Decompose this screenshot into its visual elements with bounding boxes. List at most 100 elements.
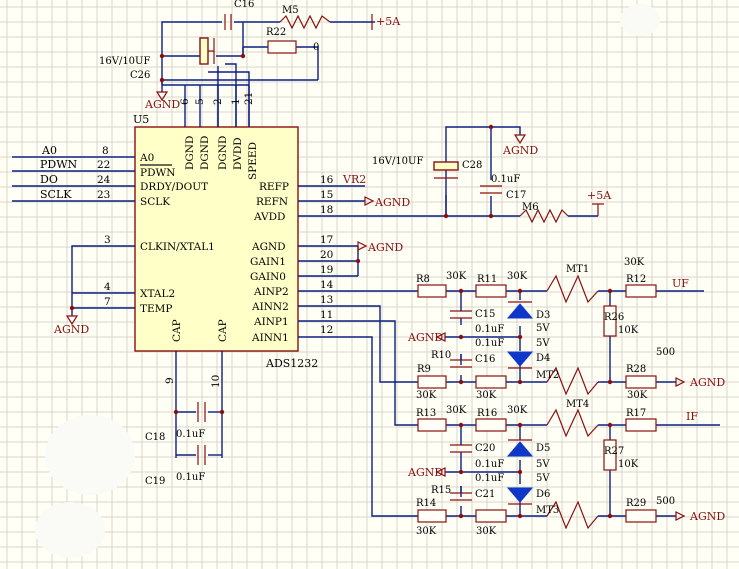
pin-num-18: 18	[320, 204, 333, 216]
m5-inductor[interactable]	[279, 14, 331, 30]
r8-resistor[interactable]	[417, 284, 447, 298]
r14-resistor[interactable]	[417, 509, 447, 523]
pin-label-drdy: DRDY/DOUT	[140, 181, 208, 193]
mt2-fuse[interactable]	[546, 366, 599, 396]
pin-num-7: 7	[104, 296, 111, 308]
c18-label: C18	[145, 432, 165, 443]
u5-chip-body[interactable]	[134, 126, 299, 352]
d3-value: 5V	[536, 323, 550, 334]
c21-value: 0.1uF	[475, 473, 504, 484]
r9-value: 30K	[416, 390, 437, 401]
c16-top-label: C16	[234, 0, 254, 10]
pin-num-3: 3	[104, 234, 111, 246]
r10-label: R10	[431, 350, 451, 361]
r9-resistor[interactable]	[417, 375, 447, 389]
pin-label-temp: TEMP	[140, 303, 172, 315]
pin-label-avdd: AVDD	[253, 211, 285, 223]
net-5a-avdd: +5A	[587, 189, 612, 202]
pin-num-12: 12	[320, 324, 333, 336]
d6-diode[interactable]	[506, 487, 534, 505]
m5-label: M5	[282, 5, 299, 16]
c19-capacitor[interactable]	[197, 445, 206, 465]
net-agnd-left: AGND	[53, 323, 89, 336]
r14-value: 30K	[416, 526, 437, 537]
net-agnd-bridge-if: AGND	[407, 466, 443, 479]
d5-diode[interactable]	[506, 439, 534, 457]
c20-capacitor[interactable]	[450, 440, 472, 453]
c16-top-capacitor[interactable]	[224, 14, 232, 30]
pin-num-16: 16	[320, 174, 334, 186]
r27-label: R27	[604, 446, 624, 457]
right-signal-wires	[298, 185, 520, 517]
pin-num-11: 11	[320, 309, 333, 321]
m6-label: M6	[522, 202, 539, 213]
pin-num-4: 4	[104, 281, 111, 293]
d3-diode[interactable]	[506, 301, 534, 319]
r11-value: 30K	[507, 271, 528, 282]
pin-num-21: 21	[243, 92, 255, 105]
c21-capacitor[interactable]	[450, 486, 472, 501]
c16-capacitor[interactable]	[450, 354, 472, 368]
net-5a-top: +5A	[376, 15, 401, 28]
r29-resistor[interactable]	[625, 509, 657, 523]
r15-label: R15	[431, 485, 451, 496]
r15-resistor[interactable]	[475, 509, 507, 523]
net-agnd-top: AGND	[144, 98, 180, 111]
r16-resistor[interactable]	[475, 418, 507, 432]
r12-label: R12	[626, 274, 646, 285]
pin-label-ainn2: AINN2	[251, 301, 289, 313]
pin-label-dvdd: DVDD	[232, 137, 244, 170]
u5-name: ADS1232	[265, 357, 318, 370]
r10-resistor[interactable]	[475, 375, 507, 389]
r16-value: 30K	[507, 405, 528, 416]
pin-label-clkin: CLKIN/XTAL1	[140, 241, 215, 253]
r8-value: 30K	[446, 271, 467, 282]
mt4-fuse[interactable]	[546, 408, 599, 438]
u5-ref: U5	[133, 113, 149, 126]
r27-resistor[interactable]	[603, 439, 617, 471]
c15-label: C15	[475, 309, 495, 320]
d5-label: D5	[536, 443, 550, 454]
c21-label: C21	[475, 489, 495, 500]
pin-label-a0: A0	[139, 152, 154, 164]
c15-capacitor[interactable]	[450, 305, 472, 319]
r13-value: 30K	[446, 405, 467, 416]
c18-capacitor[interactable]	[197, 402, 206, 422]
mt3-fuse[interactable]	[546, 500, 599, 530]
r12-resistor[interactable]	[625, 284, 657, 298]
pin-num-23: 23	[97, 189, 110, 201]
mt4-label: MT4	[566, 399, 589, 410]
pin-label-dgnd-2: DGND	[217, 136, 229, 170]
r9-label: R9	[417, 364, 431, 375]
d6-value: 5V	[536, 473, 550, 484]
r17-resistor[interactable]	[625, 418, 657, 432]
c28-capacitor[interactable]	[433, 161, 459, 179]
c28-label: C28	[462, 160, 482, 171]
pin-label-ainn1: AINN1	[251, 332, 289, 344]
d4-diode[interactable]	[506, 351, 534, 369]
r11-resistor[interactable]	[475, 284, 507, 298]
c18-value: 0.1uF	[176, 429, 205, 440]
c17-capacitor[interactable]	[480, 185, 502, 194]
mt1-fuse[interactable]	[546, 274, 599, 304]
c26-capacitor[interactable]	[199, 37, 215, 65]
r12-value: 30K	[624, 257, 645, 268]
r13-resistor[interactable]	[417, 418, 447, 432]
c20-label: C20	[475, 443, 495, 454]
pin-num-9: 9	[164, 377, 176, 384]
pin-label-gain1: GAIN1	[250, 256, 286, 268]
m6-inductor[interactable]	[519, 208, 569, 224]
c15-value: 0.1uF	[475, 324, 504, 335]
pin-label-gain0: GAIN0	[250, 271, 286, 283]
bridge-uf	[435, 274, 704, 396]
r22-value: 0	[313, 42, 319, 53]
r22-resistor[interactable]	[267, 40, 297, 54]
r28-resistor[interactable]	[625, 375, 657, 389]
pin-label-ainp2: AINP2	[253, 286, 289, 298]
r26-resistor[interactable]	[603, 305, 617, 337]
net-agnd-bridge-uf: AGND	[407, 331, 443, 344]
r15-value: 30K	[476, 526, 497, 537]
r22-label: R22	[266, 27, 286, 38]
